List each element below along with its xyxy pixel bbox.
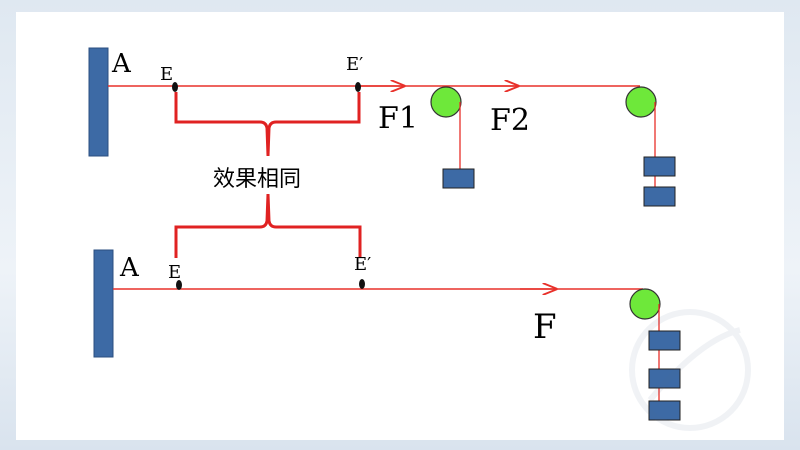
- label-f1: F1: [378, 101, 418, 136]
- pulley-2: [625, 86, 657, 118]
- wall-bottom: [93, 249, 114, 358]
- watermark-leaf-icon: [629, 309, 751, 431]
- label-e-bottom: E: [168, 262, 181, 283]
- label-e-prime-bottom: E′: [354, 254, 371, 275]
- weight-pulley-1: [442, 168, 475, 189]
- point-e-prime-top: [355, 82, 361, 92]
- label-e-top: E: [160, 64, 173, 85]
- wall-label-bottom: A: [119, 253, 140, 283]
- weight-pulley-3b: [648, 368, 681, 389]
- caption-same-effect: 效果相同: [213, 167, 301, 192]
- pulley-1: [430, 86, 462, 118]
- pulley-3: [629, 288, 661, 320]
- weight-pulley-2b: [643, 186, 676, 207]
- weight-pulley-3c: [648, 400, 681, 421]
- label-f: F: [533, 307, 557, 347]
- point-e-prime-bottom: [359, 279, 365, 289]
- weight-pulley-2a: [643, 156, 676, 177]
- wall-label-top: A: [111, 49, 132, 79]
- wall-top: [88, 47, 109, 157]
- brace-top: [174, 92, 361, 157]
- point-e-top: [172, 82, 178, 92]
- brace-bottom: [174, 193, 362, 258]
- point-e-bottom: [176, 280, 182, 290]
- label-e-prime-top: E′: [346, 54, 363, 75]
- label-f2: F2: [490, 103, 530, 138]
- weight-pulley-3a: [648, 330, 681, 351]
